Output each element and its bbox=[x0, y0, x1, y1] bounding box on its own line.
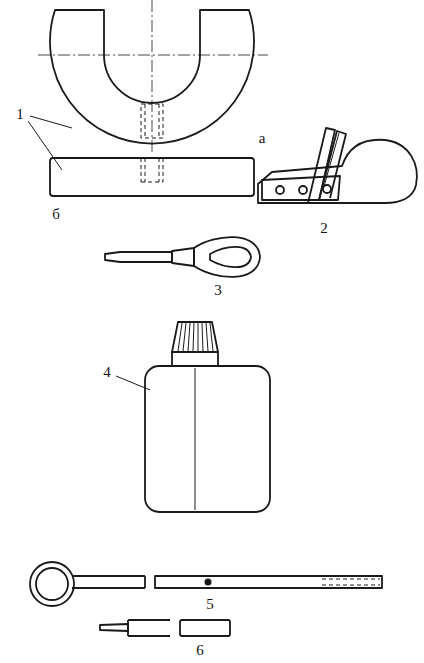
scraper-tool bbox=[258, 128, 417, 203]
ring-side-outline bbox=[50, 158, 254, 196]
thread-line bbox=[145, 158, 146, 182]
screwdriver bbox=[105, 237, 260, 277]
pin-body-left bbox=[128, 620, 170, 636]
leader-line bbox=[30, 116, 72, 128]
leader-line bbox=[28, 121, 62, 170]
oil-can bbox=[145, 322, 270, 512]
rod-ring bbox=[30, 562, 74, 606]
rod-left bbox=[72, 576, 145, 588]
can-body bbox=[145, 366, 270, 512]
knurl-line bbox=[206, 323, 208, 351]
leader-line bbox=[116, 376, 150, 390]
knurl-line bbox=[202, 323, 203, 351]
knurl-line bbox=[210, 323, 213, 351]
blade-slot bbox=[323, 133, 339, 190]
threaded-hole bbox=[141, 104, 163, 138]
knurl-lines bbox=[178, 323, 213, 351]
callout-number: 3 bbox=[212, 282, 224, 299]
pin-tip bbox=[100, 624, 128, 631]
rod-right bbox=[155, 576, 382, 588]
view-letter: б bbox=[50, 206, 62, 223]
center-line bbox=[152, 0, 153, 152]
knurl-line bbox=[188, 323, 190, 351]
blade bbox=[319, 131, 346, 200]
hole-line bbox=[163, 158, 164, 182]
view-letter: а bbox=[257, 130, 268, 147]
thread-line bbox=[159, 158, 160, 182]
clamp-plate bbox=[262, 176, 340, 200]
handle-loop bbox=[210, 247, 251, 267]
thread-line bbox=[145, 104, 146, 138]
ferrule bbox=[172, 248, 194, 266]
knurl-line bbox=[198, 323, 199, 351]
rod-ring-inner bbox=[36, 568, 68, 600]
ring-top-view bbox=[38, 0, 268, 152]
knurled-cap bbox=[172, 322, 218, 352]
rod-pin bbox=[205, 579, 212, 586]
center-line bbox=[38, 55, 268, 56]
handle bbox=[194, 237, 260, 277]
neck bbox=[172, 352, 218, 366]
ring-rod bbox=[30, 562, 382, 606]
knurl-line bbox=[193, 323, 194, 351]
callout-number: 1 bbox=[14, 106, 26, 123]
ring-side-view bbox=[50, 158, 254, 196]
knurl-line bbox=[183, 323, 186, 351]
callout-number: 6 bbox=[194, 642, 206, 659]
screw bbox=[299, 186, 307, 194]
screw bbox=[276, 186, 284, 194]
screwdriver-shaft bbox=[105, 252, 172, 262]
callout-number: 5 bbox=[204, 596, 216, 613]
thread-line bbox=[159, 104, 160, 138]
body-line bbox=[195, 368, 196, 510]
pin-tool bbox=[100, 620, 230, 636]
hole-bottom bbox=[141, 182, 163, 183]
hole-line bbox=[141, 158, 142, 182]
callout-number: 2 bbox=[318, 220, 330, 237]
pin-body-right bbox=[180, 620, 230, 636]
rod-slot bbox=[322, 579, 380, 585]
callout-number: 4 bbox=[101, 364, 113, 381]
knurl-line bbox=[178, 323, 182, 351]
